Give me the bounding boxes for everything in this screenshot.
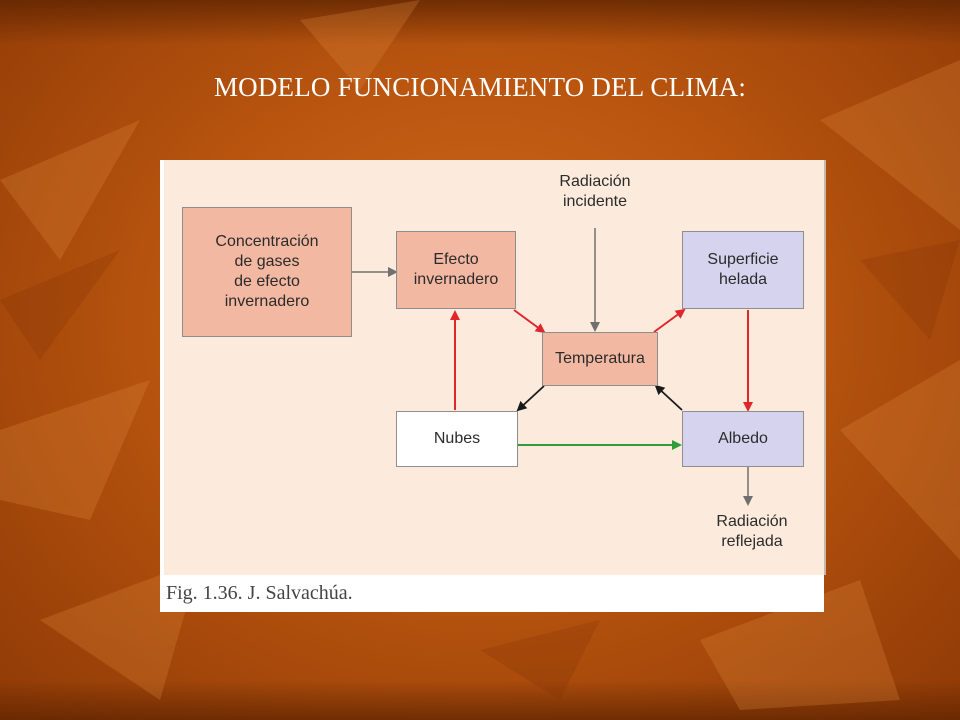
figure-panel: Concentración de gases de efecto inverna… xyxy=(160,160,826,612)
slide-title: MODELO FUNCIONAMIENTO DEL CLIMA: xyxy=(213,72,747,102)
node-temperatura: Temperatura xyxy=(542,332,658,386)
label-radiacion-reflejada: Radiación reflejada xyxy=(716,513,788,550)
climate-diagram: Concentración de gases de efecto inverna… xyxy=(164,160,826,575)
arrow-efecto-temperatura xyxy=(513,309,546,334)
arrow-temperatura-nubes xyxy=(516,385,545,412)
node-albedo: Albedo xyxy=(682,411,804,467)
node-nubes: Nubes xyxy=(396,411,518,467)
node-efecto-invernadero: Efecto invernadero xyxy=(396,231,516,309)
label-radiacion-incidente: Radiación incidente xyxy=(559,173,631,210)
figure-caption: Fig. 1.36. J. Salvachúa. xyxy=(166,582,353,604)
diagram-arrows xyxy=(352,228,753,506)
arrow-temperatura-superficie xyxy=(653,308,686,333)
node-concentracion-gases: Concentración de gases de efecto inverna… xyxy=(182,207,352,337)
arrow-albedo-temperatura xyxy=(654,384,683,411)
node-superficie-helada: Superficie helada xyxy=(682,231,804,309)
